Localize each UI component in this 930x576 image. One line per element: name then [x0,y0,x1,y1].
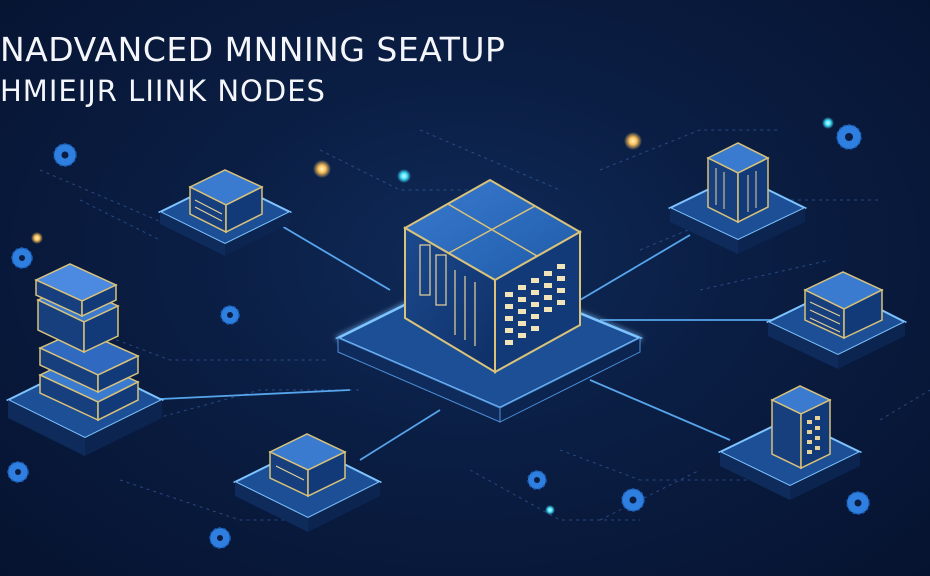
glow-dot-icon [31,232,43,244]
node-right-middle [765,271,908,369]
node-lower-center [232,433,383,532]
glow-dot-icon [545,505,555,515]
headline-line-2: HMIEIJR LIINK NODES [0,74,326,108]
gear-centers [15,133,862,541]
central-server-cube-icon [402,178,583,374]
glow-dots [31,117,834,515]
glow-dot-icon [822,117,834,129]
node-lower-right [717,385,863,500]
glow-dot-icon [624,132,642,150]
node-upper-right [667,142,808,254]
node-left-stack [5,263,165,456]
glow-dot-icon [397,169,411,183]
headline-line-1: NADVANCED MNNING SEATUP [0,30,506,69]
connector-lines [139,224,780,461]
node-upper-left [157,169,293,256]
server-stack-icon [34,263,140,422]
circuit-traces [39,129,930,521]
glow-dot-icon [313,160,331,178]
